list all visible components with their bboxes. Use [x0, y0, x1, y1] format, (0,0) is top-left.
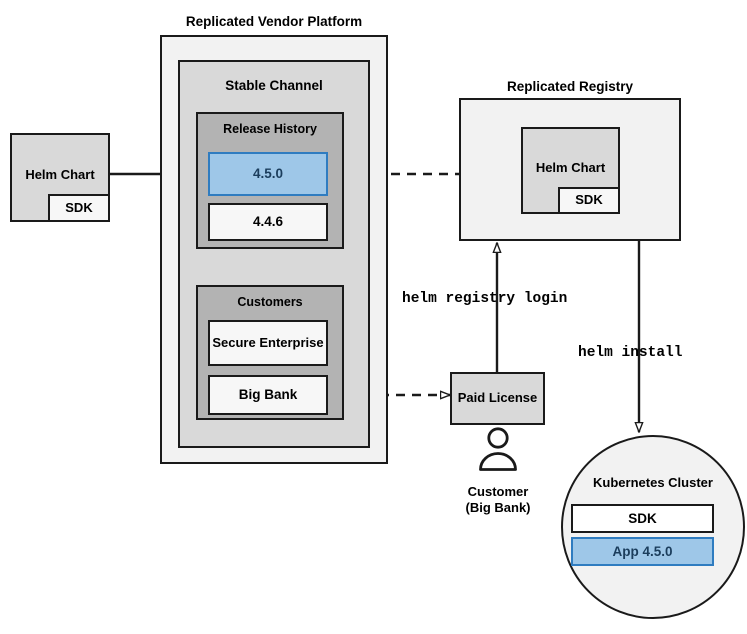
release-history-label: Release History — [223, 122, 317, 136]
source-helm-chart-label: Helm Chart — [25, 167, 95, 182]
kubernetes-cluster-label: Kubernetes Cluster — [593, 475, 713, 490]
registry-helm-chart-label: Helm Chart — [535, 160, 606, 175]
replicated-registry-title: Replicated Registry — [506, 79, 634, 94]
customer-actor-label-line1: Customer — [467, 484, 529, 499]
registry-helm-chart-sdk-box[interactable]: SDK — [558, 187, 620, 214]
customer-big-bank[interactable]: Big Bank — [208, 375, 328, 415]
cluster-component-sdk-label: SDK — [628, 510, 657, 526]
cluster-component-sdk[interactable]: SDK — [571, 504, 714, 533]
release-4-5-0[interactable]: 4.5.0 — [208, 152, 328, 196]
paid-license-box[interactable]: Paid License — [450, 372, 545, 425]
registry-helm-chart-sdk-label: SDK — [575, 192, 603, 208]
source-helm-chart-sdk-box[interactable]: SDK — [48, 194, 110, 222]
release-4-5-0-label: 4.5.0 — [252, 166, 284, 182]
vendor-platform-title: Replicated Vendor Platform — [185, 14, 363, 29]
customers-label: Customers — [237, 295, 303, 309]
customer-secure-enterprise[interactable]: Secure Enterprise — [208, 320, 328, 366]
customer-person-icon — [477, 427, 519, 473]
stable-channel-label: Stable Channel — [225, 78, 323, 93]
cluster-component-app[interactable]: App 4.5.0 — [571, 537, 714, 566]
paid-license-label: Paid License — [457, 390, 538, 406]
release-4-4-6[interactable]: 4.4.6 — [208, 203, 328, 241]
customer-secure-enterprise-label: Secure Enterprise — [212, 334, 324, 350]
cluster-component-app-label: App 4.5.0 — [612, 543, 673, 559]
helm-registry-login-command: helm registry login — [402, 291, 568, 307]
customer-big-bank-label: Big Bank — [238, 387, 298, 403]
helm-install-command: helm install — [578, 345, 683, 361]
source-helm-chart-sdk-label: SDK — [65, 199, 93, 215]
customer-actor-label-line2: (Big Bank) — [465, 500, 531, 515]
release-4-4-6-label: 4.4.6 — [252, 214, 284, 230]
